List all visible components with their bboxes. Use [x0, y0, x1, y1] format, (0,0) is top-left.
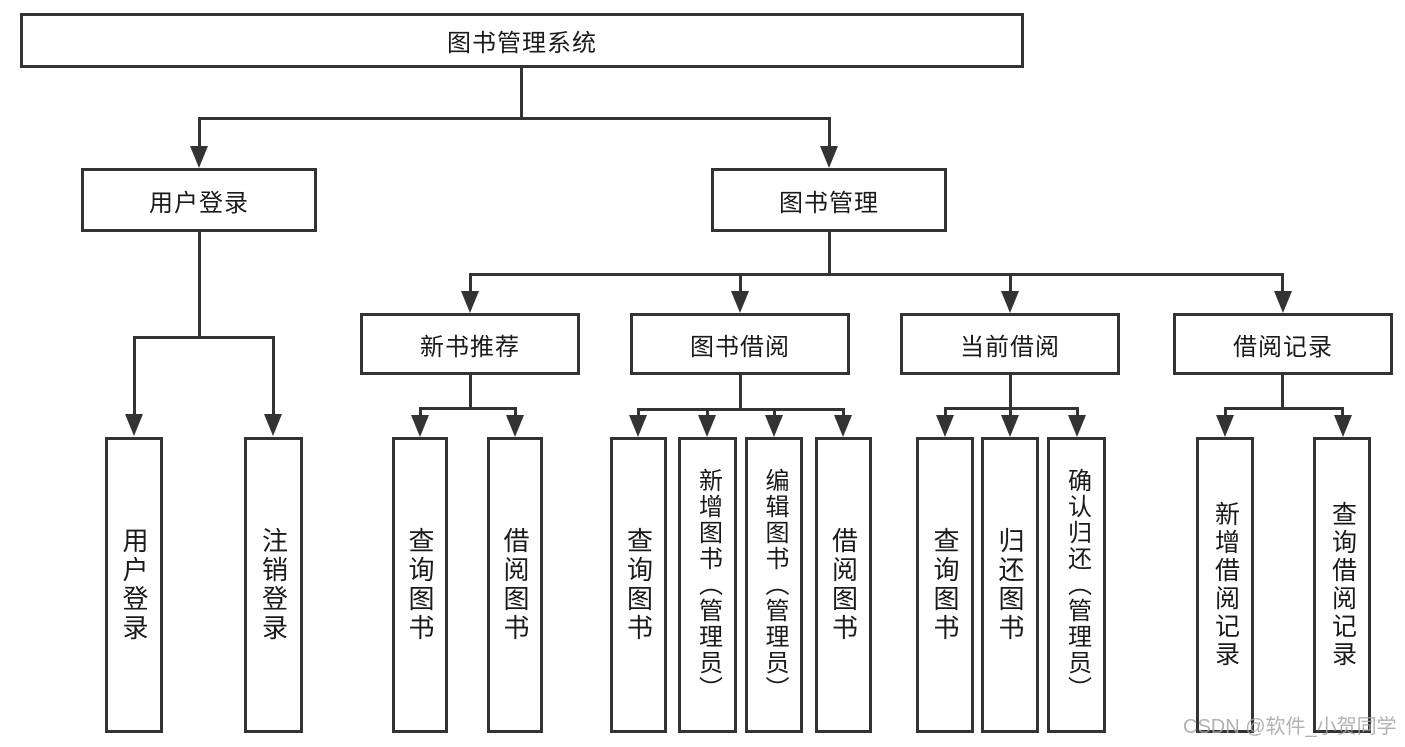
connector-line [637, 408, 640, 418]
arrowhead-down-icon [190, 146, 208, 168]
connector-line [198, 117, 201, 150]
connector-line [1224, 407, 1227, 418]
arrowhead-down-icon [264, 414, 282, 436]
arrowhead-down-icon [1216, 415, 1234, 437]
node-root: 图书管理系统 [20, 13, 1024, 68]
arrowhead-down-icon [1001, 291, 1019, 313]
node-new-book-recommend-label: 新书推荐 [420, 333, 520, 361]
connector-line [514, 407, 517, 418]
node-new-book-recommend: 新书推荐 [360, 313, 580, 375]
connector-line [1009, 273, 1012, 295]
node-book-management-label: 图书管理 [779, 189, 879, 217]
leaf-nb-query-book: 查询图书 [392, 437, 448, 733]
node-user-login: 用户登录 [81, 168, 317, 232]
node-current-borrow: 当前借阅 [900, 313, 1120, 375]
node-book-borrow-label: 图书借阅 [690, 333, 790, 361]
arrowhead-down-icon [1001, 415, 1019, 437]
leaf-cb-confirm-return-label: 确认归还（管理员） [1063, 468, 1091, 702]
csdn-watermark: CSDN @软件_小贺同学 [1183, 716, 1397, 738]
connector-line [1009, 407, 1012, 418]
leaf-cb-confirm-return: 确认归还（管理员） [1047, 437, 1106, 733]
node-root-label: 图书管理系统 [447, 30, 597, 57]
leaf-logout-label: 注销登录 [258, 527, 289, 643]
connector-line [419, 407, 517, 410]
connector-line [828, 232, 831, 273]
node-current-borrow-label: 当前借阅 [960, 333, 1060, 361]
arrowhead-down-icon [1334, 415, 1352, 437]
arrowhead-down-icon [125, 414, 143, 436]
connector-line [1009, 375, 1012, 407]
leaf-br-query-record: 查询借阅记录 [1313, 437, 1371, 733]
leaf-bb-query-book-label: 查询图书 [623, 527, 654, 643]
connector-line [198, 232, 201, 336]
arrowhead-down-icon [1274, 291, 1292, 313]
node-book-management: 图书管理 [711, 168, 947, 232]
leaf-br-add-record: 新增借阅记录 [1196, 437, 1254, 733]
arrowhead-down-icon [629, 415, 647, 437]
connector-line [944, 407, 947, 418]
leaf-br-add-record-label: 新增借阅记录 [1211, 501, 1240, 669]
leaf-user-login-label: 用户登录 [119, 527, 149, 643]
connector-line [773, 408, 776, 418]
arrowhead-down-icon [698, 415, 716, 437]
leaf-bb-borrow-book: 借阅图书 [815, 437, 872, 733]
node-user-login-label: 用户登录 [149, 189, 249, 217]
leaf-user-login: 用户登录 [105, 437, 163, 733]
connector-line [1281, 375, 1284, 407]
leaf-bb-add-book-label: 新增图书（管理员） [694, 468, 722, 702]
arrowhead-down-icon [820, 146, 838, 168]
leaf-cb-return-book: 归还图书 [981, 437, 1039, 733]
leaf-br-query-record-label: 查询借阅记录 [1328, 501, 1357, 669]
connector-line [842, 408, 845, 418]
leaf-nb-query-book-label: 查询图书 [405, 527, 435, 643]
connector-line [198, 117, 831, 120]
leaf-cb-query-book-label: 查询图书 [930, 527, 960, 643]
connector-line [739, 273, 742, 295]
connector-line [637, 408, 845, 411]
arrowhead-down-icon [936, 415, 954, 437]
connector-line [520, 68, 523, 117]
leaf-bb-edit-book-label: 编辑图书（管理员） [761, 468, 788, 702]
leaf-bb-add-book: 新增图书（管理员） [678, 437, 737, 733]
arrowhead-down-icon [1068, 415, 1086, 437]
leaf-bb-query-book: 查询图书 [610, 437, 667, 733]
connector-line [469, 273, 1284, 276]
connector-line [828, 117, 831, 150]
leaf-logout: 注销登录 [244, 437, 303, 733]
node-borrow-record-label: 借阅记录 [1233, 333, 1333, 361]
arrowhead-down-icon [506, 415, 524, 437]
connector-line [1076, 407, 1079, 418]
node-borrow-record: 借阅记录 [1173, 313, 1393, 375]
connector-line [133, 336, 136, 418]
connector-line [272, 336, 275, 418]
connector-line [469, 273, 472, 295]
connector-line [1341, 407, 1344, 418]
connector-line [469, 375, 472, 407]
leaf-nb-borrow-book: 借阅图书 [487, 437, 543, 733]
arrowhead-down-icon [461, 291, 479, 313]
leaf-nb-borrow-book-label: 借阅图书 [500, 527, 530, 643]
connector-line [133, 336, 275, 339]
arrowhead-down-icon [765, 415, 783, 437]
connector-line [739, 375, 742, 408]
leaf-bb-edit-book: 编辑图书（管理员） [745, 437, 803, 733]
connector-line [706, 408, 709, 418]
connector-line [1281, 273, 1284, 295]
leaf-bb-borrow-book-label: 借阅图书 [828, 527, 859, 643]
leaf-cb-return-book-label: 归还图书 [995, 527, 1025, 643]
leaf-cb-query-book: 查询图书 [916, 437, 974, 733]
arrowhead-down-icon [411, 415, 429, 437]
arrowhead-down-icon [731, 291, 749, 313]
arrowhead-down-icon [834, 415, 852, 437]
connector-line [419, 407, 422, 418]
node-book-borrow: 图书借阅 [630, 313, 850, 375]
connector-line [1224, 407, 1344, 410]
